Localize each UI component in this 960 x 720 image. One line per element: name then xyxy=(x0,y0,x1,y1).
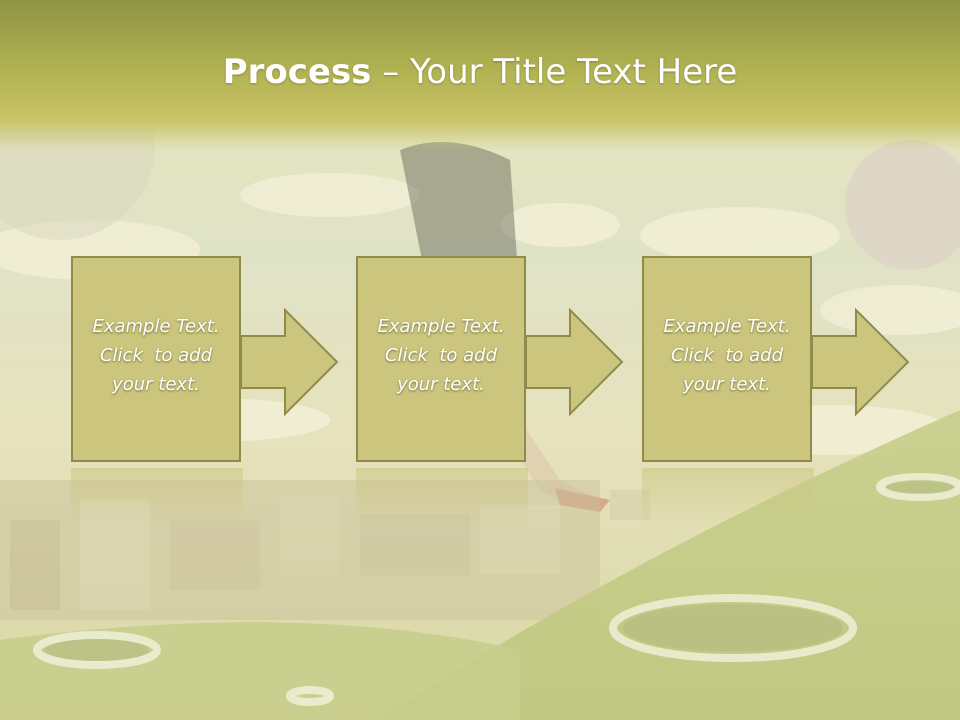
step-text-line: Example Text. xyxy=(663,316,791,337)
step-text[interactable]: Example Text. Click to add your text. xyxy=(642,312,812,399)
step-reflection xyxy=(356,468,528,528)
step-text-line: Click to add xyxy=(99,345,212,366)
step-box[interactable] xyxy=(71,256,241,462)
process-step-3[interactable]: Example Text. Click to add your text. xyxy=(642,256,910,466)
title-bar xyxy=(0,0,960,150)
step-text-line: Example Text. xyxy=(92,316,220,337)
step-text-line: your text. xyxy=(112,374,200,395)
step-box[interactable] xyxy=(642,256,812,462)
right-arrow-icon xyxy=(812,308,910,417)
slide-title[interactable]: Process – Your Title Text Here xyxy=(0,52,960,92)
step-text[interactable]: Example Text. Click to add your text. xyxy=(71,312,241,399)
title-rest: – Your Title Text Here xyxy=(371,52,738,92)
step-text[interactable]: Example Text. Click to add your text. xyxy=(356,312,526,399)
process-step-1[interactable]: Example Text. Click to add your text. xyxy=(71,256,339,466)
step-reflection xyxy=(642,468,814,528)
process-step-2[interactable]: Example Text. Click to add your text. xyxy=(356,256,624,466)
title-bold: Process xyxy=(222,52,372,92)
step-box[interactable] xyxy=(356,256,526,462)
step-text-line: Example Text. xyxy=(377,316,505,337)
right-arrow-icon xyxy=(241,308,339,417)
step-text-line: Click to add xyxy=(384,345,497,366)
step-text-line: your text. xyxy=(397,374,485,395)
step-text-line: Click to add xyxy=(670,345,783,366)
right-arrow-icon xyxy=(526,308,624,417)
step-text-line: your text. xyxy=(683,374,771,395)
step-reflection xyxy=(71,468,243,528)
